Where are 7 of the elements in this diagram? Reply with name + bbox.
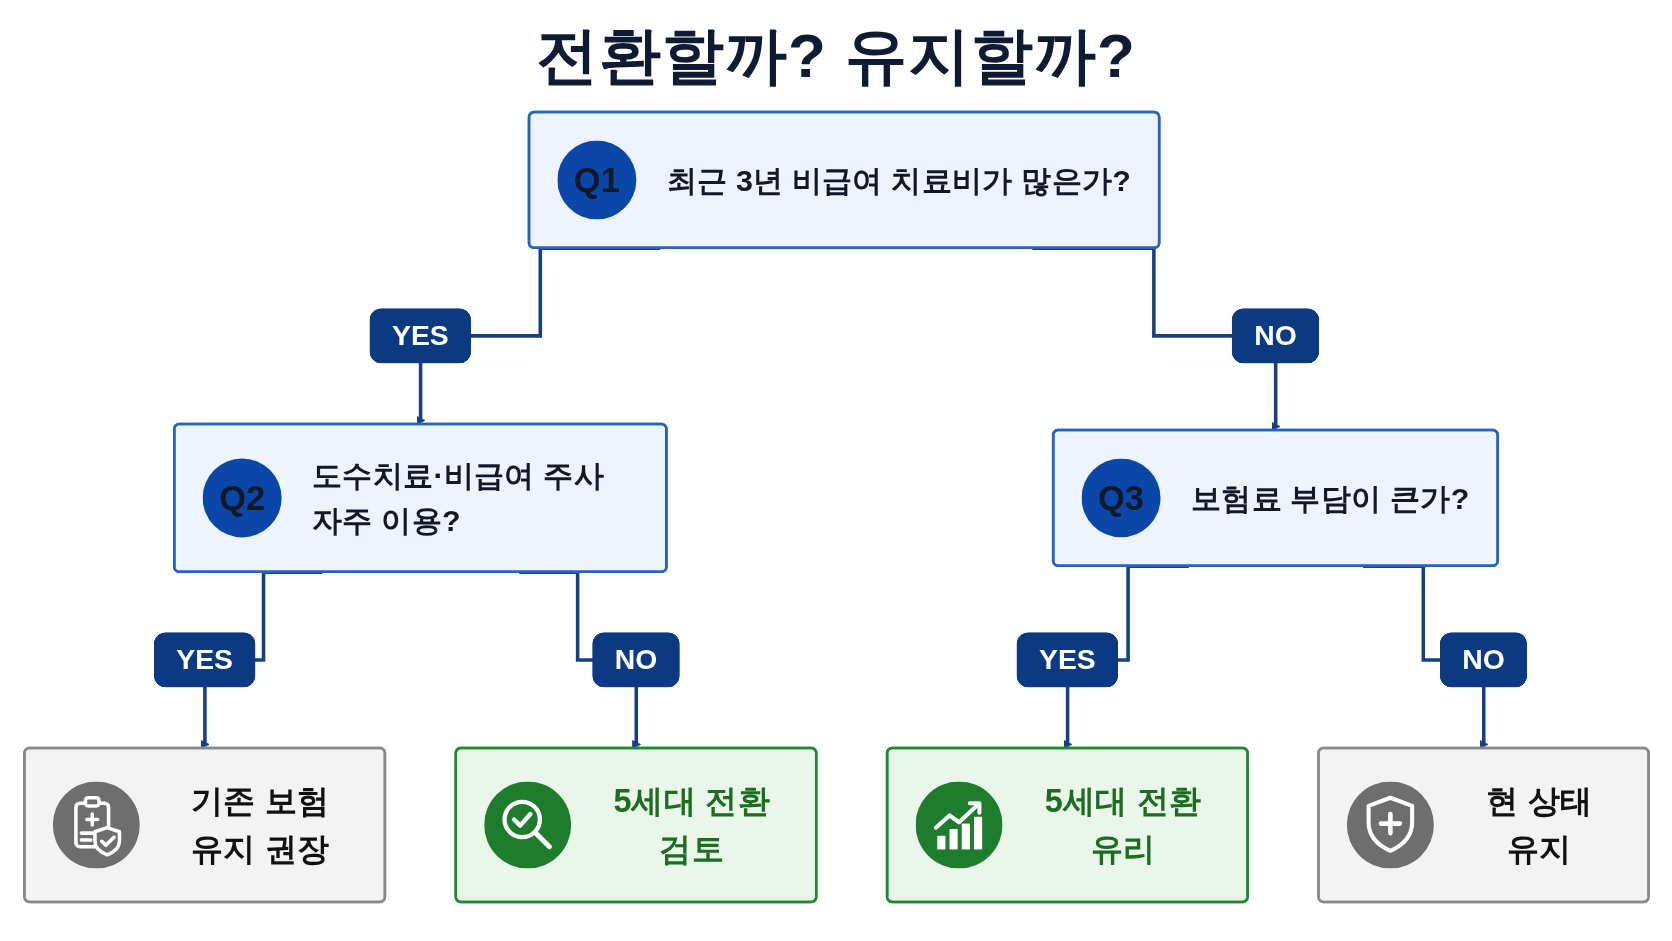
edge-label: YES [175,643,233,676]
edge-label: YES [1038,643,1096,676]
edge-label: NO [1253,319,1297,352]
edge-label: NO [614,643,657,676]
edge-label: NO [1461,643,1505,676]
edge-label: YES [391,319,449,352]
title: 전환할까? 유지할까? [536,20,1136,92]
